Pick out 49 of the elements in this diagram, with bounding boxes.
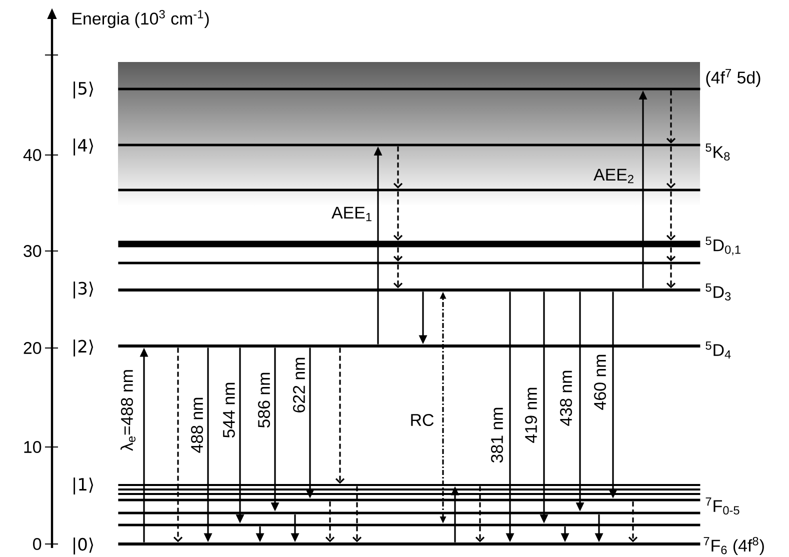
ket-label: |1⟩ [74, 478, 94, 494]
term-label: (4f$^{7}$ 5d) [706, 69, 760, 87]
dashed-arrow [393, 264, 403, 288]
tick-label: 30 [24, 245, 42, 257]
edge-label: 586 nm [258, 372, 270, 428]
energy-level-line [118, 542, 700, 546]
term-label: $^{5}$K$_{8}$ [706, 143, 730, 161]
dashed-arrow [666, 146, 676, 189]
edge-label: 460 nm [594, 354, 606, 410]
term-label: $^{7}$F$_{0-5}$ [706, 497, 740, 515]
energy-level-line [118, 262, 700, 264]
edge-label: AEE$_{2}$ [594, 168, 634, 184]
axis-title: Energia (10$^{3}$ cm$^{-1}$) [72, 10, 209, 28]
edge-label: 419 nm [525, 388, 537, 443]
dashed-arrow [352, 486, 362, 542]
dashed-arrow [325, 501, 335, 542]
edge-label: AEE$_{1}$ [332, 206, 372, 222]
edge-label: 622 nm [293, 358, 305, 412]
term-label: $^{5}$D$_{0,1}$ [706, 236, 740, 256]
dashed-arrow [666, 90, 676, 144]
energy-level-line [118, 188, 700, 192]
edge-label: RC [411, 414, 434, 426]
edge-label: 544 nm [223, 382, 235, 438]
ket-label: |5⟩ [74, 82, 94, 98]
tick-label: 10 [24, 441, 42, 453]
term-label: $^{5}$D$_{4}$ [706, 342, 731, 358]
ket-label: |4⟩ [74, 138, 94, 156]
tick-label: 20 [24, 342, 42, 354]
dashed-arrow [666, 247, 676, 262]
dashed-arrow [475, 486, 485, 542]
dashed-arrow [335, 348, 345, 484]
ket-label: |3⟩ [74, 282, 94, 298]
ket-label: |0⟩ [74, 538, 94, 554]
edge-label: 488 nm [191, 398, 203, 453]
dashed-arrow [666, 264, 676, 288]
dashed-arrow [393, 247, 403, 262]
dashed-arrow [666, 191, 676, 241]
term-label: $^{7}$F$_{6}$ (4f$^{8}$) [704, 536, 764, 555]
dashed-arrow [628, 501, 638, 542]
ket-label: |2⟩ [74, 340, 94, 356]
tick-label: 0 [33, 538, 42, 550]
tick-label: 40 [23, 149, 42, 161]
term-label: $^{5}$D$_{3}$ [706, 283, 731, 301]
edge-label: λ$_{e}$=488 nm [120, 370, 136, 451]
dashed-arrow [393, 191, 403, 241]
edge-label: 381 nm [491, 408, 503, 463]
dashed-arrow [393, 146, 403, 189]
dashed-arrow [173, 348, 183, 542]
edge-label: 438 nm [560, 370, 572, 426]
